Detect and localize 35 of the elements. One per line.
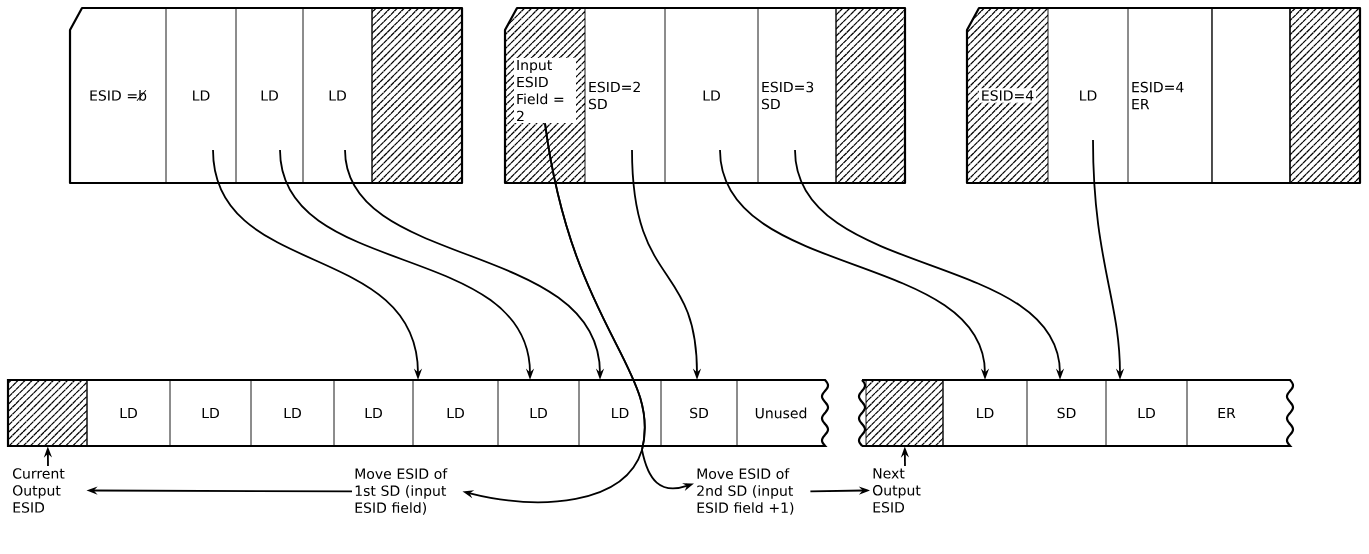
note-text: Move ESID of 2nd SD (input ESID field +1) (697, 468, 794, 515)
record-cell: SD (660, 379, 708, 447)
record-cell: LD (942, 379, 994, 447)
record-cell: LD (1047, 7, 1097, 184)
hatched-cell: Input ESID Field = 2 (514, 57, 576, 124)
record-cell: LD (1105, 379, 1155, 447)
note-text: Move ESID of 1st SD (input ESID field) (355, 468, 448, 515)
record-cell: SD (1026, 379, 1076, 447)
record-cell: ESID=4 ER (1127, 7, 1184, 184)
node-label: Input ESID Field = 2 (517, 59, 564, 122)
record-cell: ESID=3 SD (757, 7, 814, 184)
record-cell: LD (578, 379, 629, 447)
record-cell: LD (664, 7, 720, 184)
record-cell: LD (333, 379, 382, 447)
punched-card (965, 6, 1362, 185)
record-strip (857, 378, 1295, 448)
record-cell: LD (497, 379, 547, 447)
record-cell: ESID=2 SD (584, 7, 640, 184)
record-cell: LD (86, 379, 137, 447)
punched-card (68, 6, 464, 185)
record-cell: LD (169, 379, 219, 447)
hatched-cell: ESID=4 (978, 88, 1037, 103)
punched-card (503, 6, 907, 185)
node-label: ESID=4 (982, 90, 1034, 101)
note-text: Next Output ESID (873, 468, 921, 513)
record-strip (6, 378, 830, 448)
record-cell: ER (1186, 379, 1236, 447)
record-cell: LD (412, 379, 464, 447)
note-text: Current Output ESID (13, 468, 65, 513)
record-cell: ESID =b̸ (90, 89, 147, 102)
record-cell: LD (165, 7, 210, 184)
record-cell: LD (302, 7, 346, 184)
record-cell: LD (250, 379, 301, 447)
record-cell: LD (235, 7, 278, 184)
record-cell: Unused (736, 379, 807, 447)
